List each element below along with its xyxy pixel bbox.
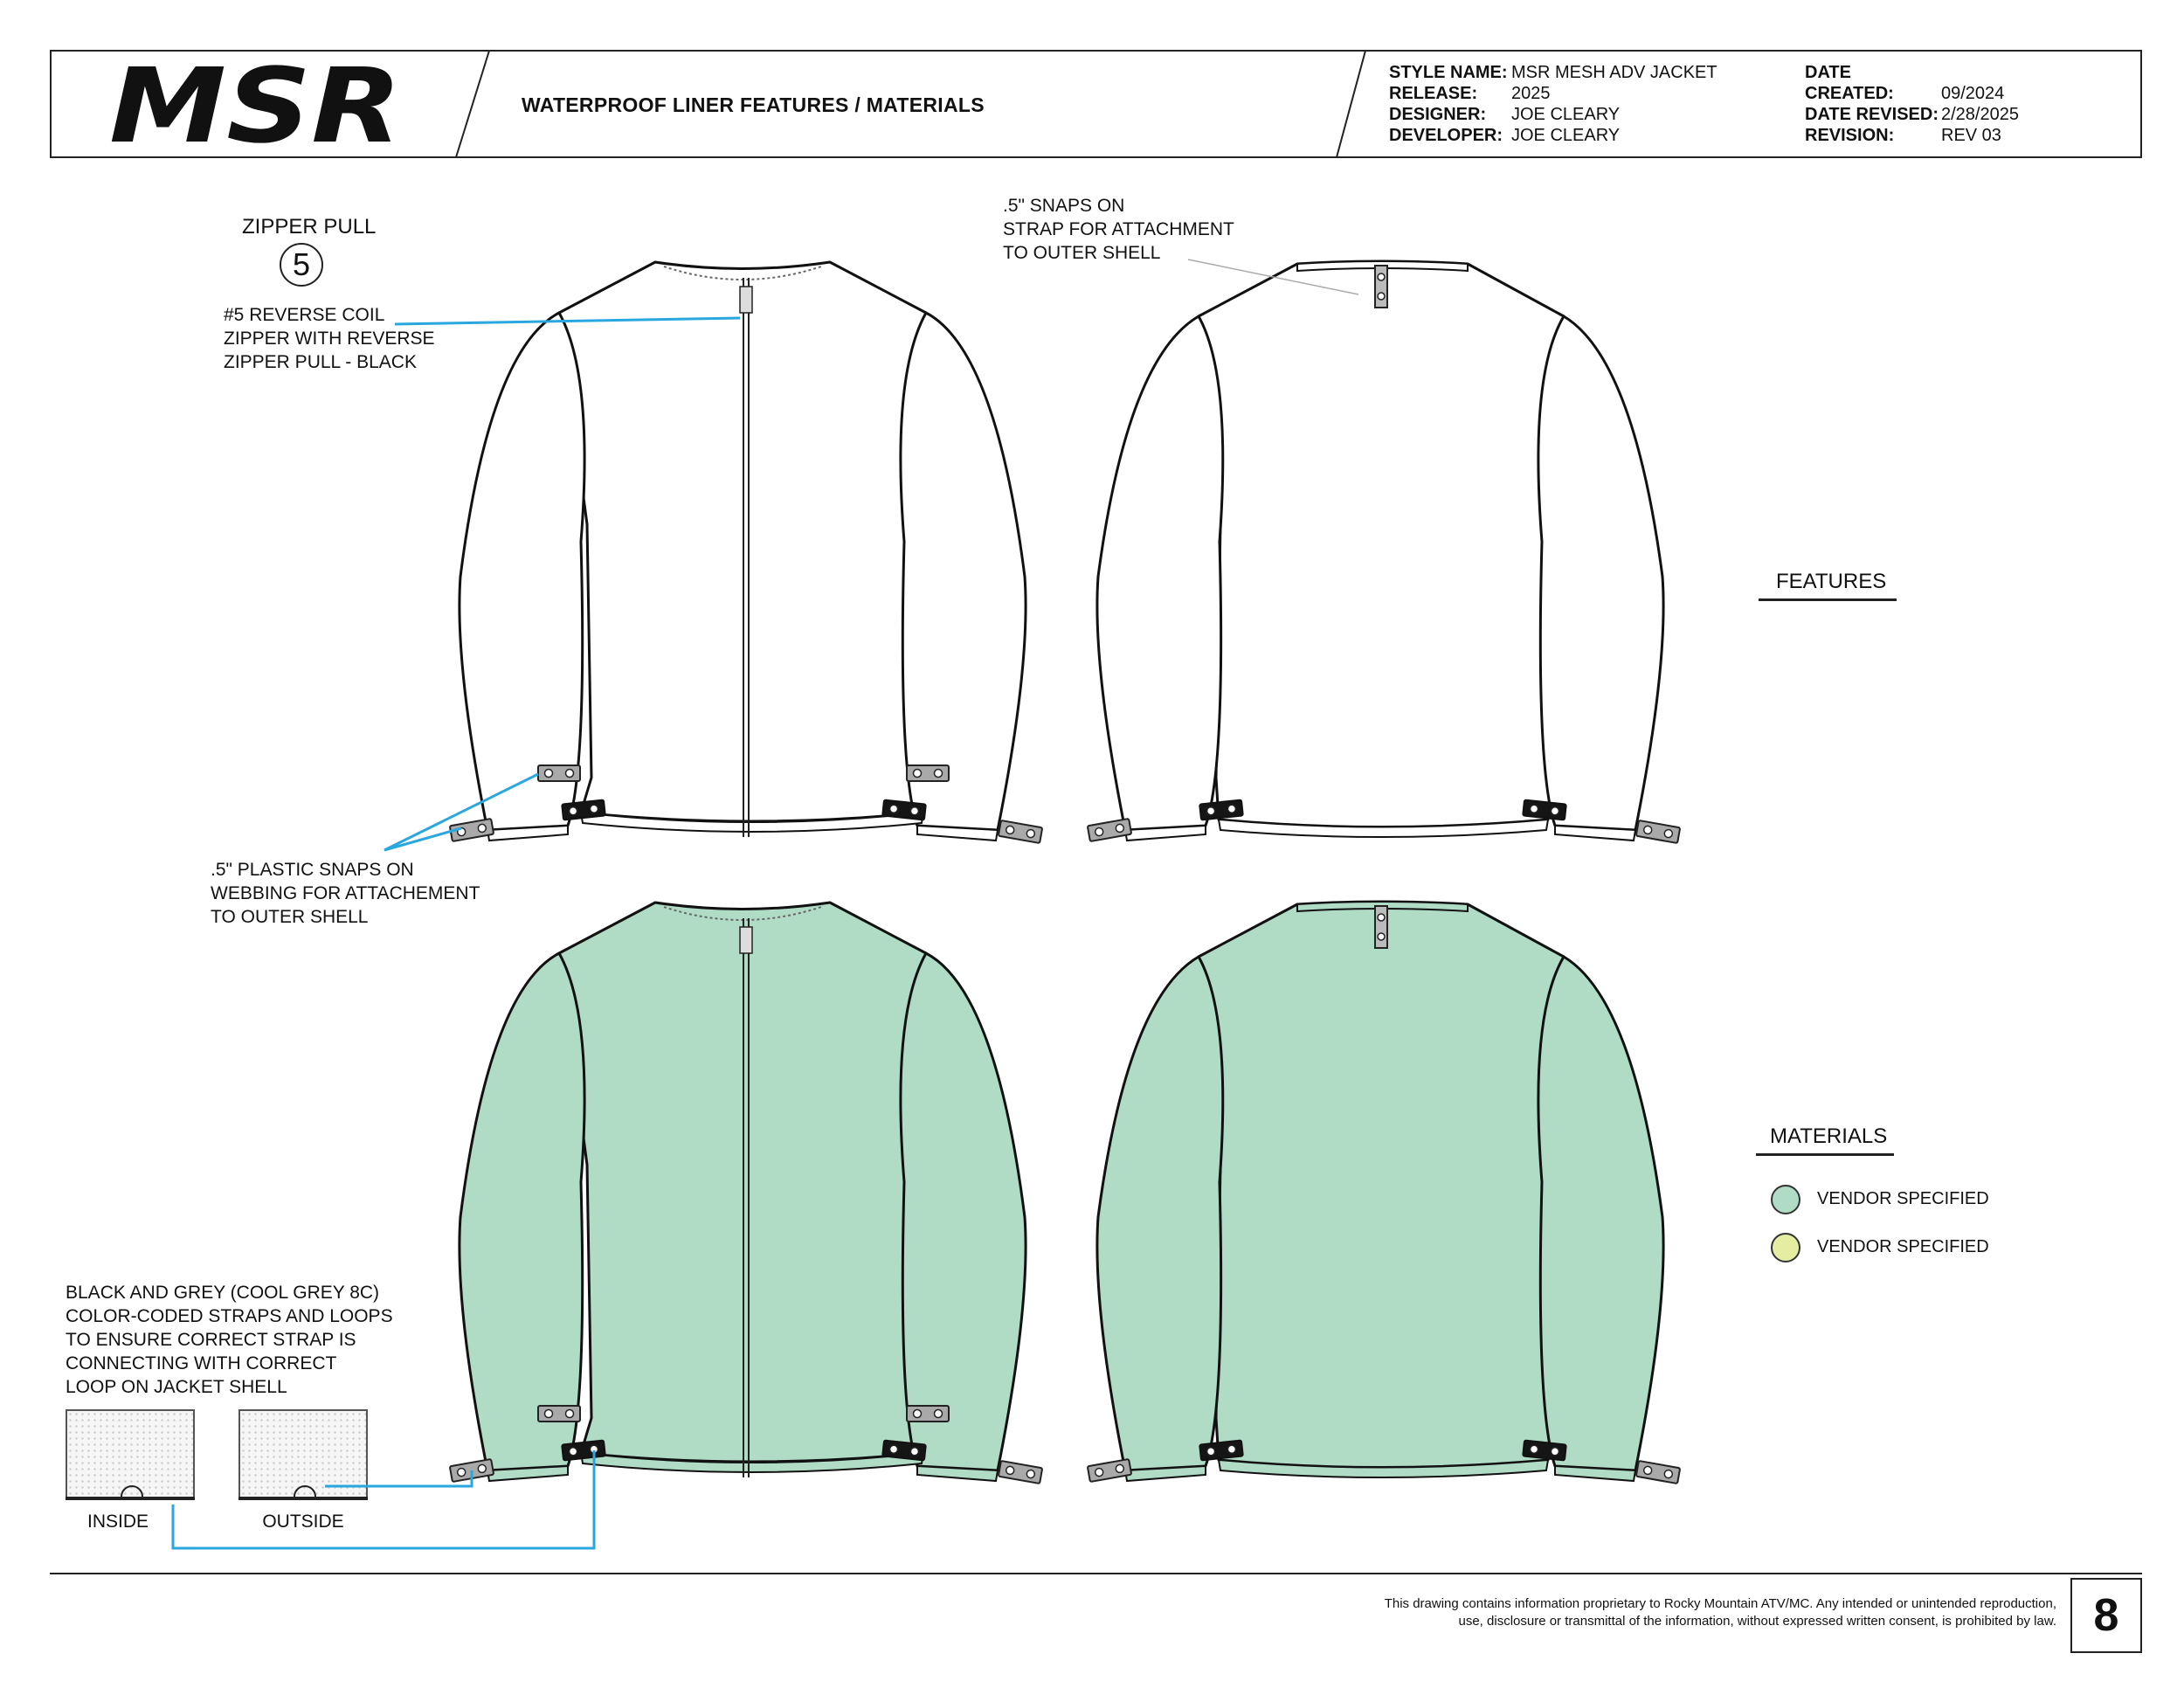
material-label: VENDOR SPECIFIED bbox=[1817, 1237, 1989, 1256]
back-view-features bbox=[1088, 261, 1680, 843]
front-view-materials bbox=[450, 903, 1042, 1484]
meta-value: MSR MESH ADV JACKET bbox=[1511, 63, 1717, 82]
material-swatch-green bbox=[1771, 1185, 1800, 1214]
sample-base bbox=[66, 1497, 195, 1500]
loop-marks bbox=[121, 1485, 316, 1498]
jacket-drawings: .w .trim{fill:#ffffff}.g .trim{fill:#e4e… bbox=[171, 259, 2184, 1550]
msr-logo: MSR bbox=[109, 61, 402, 149]
materials-underline bbox=[1756, 1153, 1894, 1156]
meta-row: DATE REVISED:2/28/2025 bbox=[1805, 104, 2019, 125]
meta-value: 2/28/2025 bbox=[1941, 105, 2019, 124]
meta-row: REVISION: REV 03 bbox=[1805, 125, 2019, 146]
meta-key: DEVELOPER: bbox=[1389, 126, 1503, 145]
meta-row: DESIGNER: JOE CLEARY bbox=[1389, 104, 1717, 125]
sheet-title: WATERPROOF LINER FEATURES / MATERIALS bbox=[522, 93, 985, 116]
inside-label: INSIDE bbox=[87, 1512, 149, 1532]
meta-row: DATE CREATED: 09/2024 bbox=[1805, 62, 2019, 104]
brand-text: MSR bbox=[109, 61, 402, 149]
meta-row: RELEASE: 2025 bbox=[1389, 83, 1717, 104]
sample-base bbox=[238, 1497, 368, 1500]
meta-value: JOE CLEARY bbox=[1511, 126, 1621, 145]
material-swatch-yellow bbox=[1771, 1233, 1800, 1263]
meta-key: STYLE NAME: bbox=[1389, 63, 1508, 82]
zipper-pull-title: ZIPPER PULL bbox=[242, 215, 377, 239]
features-underline bbox=[1759, 598, 1897, 601]
footer-rule bbox=[50, 1573, 2142, 1574]
meta-left: STYLE NAME:MSR MESH ADV JACKET RELEASE: 2… bbox=[1389, 62, 1717, 146]
legal-notice: This drawing contains information propri… bbox=[1384, 1596, 2056, 1629]
title-block bbox=[50, 50, 2142, 158]
meta-row: STYLE NAME:MSR MESH ADV JACKET bbox=[1389, 62, 1717, 83]
meta-row: DEVELOPER: JOE CLEARY bbox=[1389, 125, 1717, 146]
meta-value: JOE CLEARY bbox=[1511, 105, 1621, 124]
callout-leaders bbox=[171, 316, 741, 1550]
materials-title: MATERIALS bbox=[1770, 1124, 1888, 1148]
front-view-features: .w .trim{fill:#ffffff}.g .trim{fill:#e4e… bbox=[450, 262, 1042, 843]
features-title: FEATURES bbox=[1776, 570, 1887, 593]
outside-sample bbox=[238, 1409, 368, 1497]
meta-value: REV 03 bbox=[1941, 126, 2001, 145]
back-view-materials bbox=[1088, 902, 1680, 1484]
meta-right: DATE CREATED: 09/2024 DATE REVISED:2/28/2… bbox=[1805, 62, 2019, 146]
meta-key: DATE CREATED: bbox=[1805, 63, 1894, 103]
meta-key: RELEASE: bbox=[1389, 84, 1478, 103]
meta-key: DESIGNER: bbox=[1389, 105, 1487, 124]
outside-label: OUTSIDE bbox=[262, 1512, 344, 1532]
page-number: 8 bbox=[2070, 1578, 2142, 1653]
meta-key: REVISION: bbox=[1805, 126, 1895, 145]
meta-key: DATE REVISED: bbox=[1805, 105, 1939, 124]
title-block-dividers bbox=[455, 50, 1366, 158]
meta-value: 09/2024 bbox=[1941, 84, 2005, 103]
zipper-pull-badge: 5 bbox=[280, 243, 323, 287]
back-snap-leader bbox=[1187, 259, 1359, 295]
meta-value: 2025 bbox=[1511, 84, 1551, 103]
strap-note: BLACK AND GREY (COOL GREY 8C)COLOR-CODED… bbox=[66, 1283, 393, 1397]
inside-sample bbox=[66, 1409, 195, 1497]
material-label: VENDOR SPECIFIED bbox=[1817, 1189, 1989, 1208]
